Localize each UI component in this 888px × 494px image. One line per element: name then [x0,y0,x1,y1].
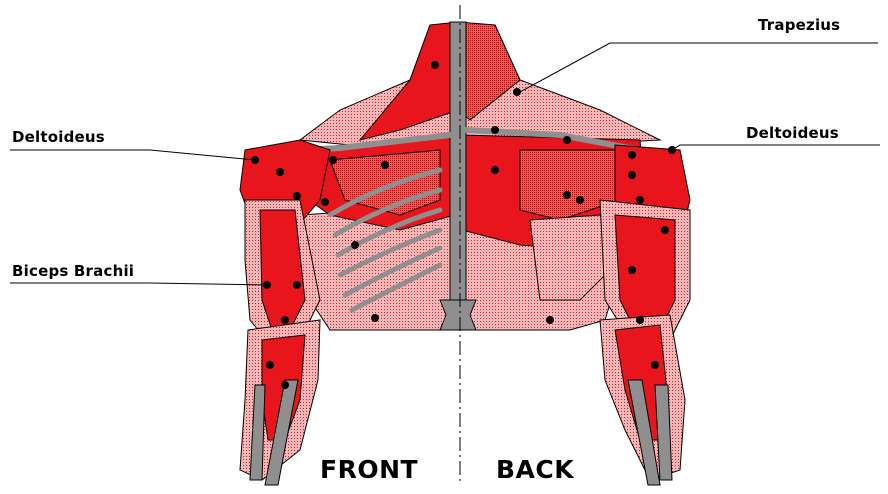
electrode-dot [546,316,554,324]
electrode-dot [293,281,301,289]
electrode-dot [628,171,636,179]
electrode-dot [491,166,499,174]
electrode-dot [576,196,584,204]
electrode-dot [321,198,329,206]
electrode-dot [491,126,499,134]
biceps-brachii-label: Biceps Brachii [12,262,134,280]
electrode-dot [563,136,571,144]
deltoideus-left-label: Deltoideus [12,128,105,146]
front-label: FRONT [320,455,418,484]
biceps-leader [10,283,267,285]
trapezius-leader [520,43,878,92]
electrode-dot [636,196,644,204]
electrode-dot [281,381,289,389]
electrode-dot [628,266,636,274]
electrode-dot [281,316,289,324]
deltoideus-right-label: Deltoideus [746,124,839,142]
back-label: BACK [496,455,574,484]
trapezius-muscle [300,22,660,145]
electrode-dot [381,161,389,169]
electrode-dot [651,361,659,369]
electrode-dot [351,241,359,249]
deltoideus-right-leader [672,145,880,150]
electrode-dot [628,151,636,159]
electrode-dot [276,168,284,176]
electrode-dot [563,191,571,199]
deltoideus-left-leader [10,150,255,160]
electrode-dot [329,156,337,164]
electrode-dot [431,61,439,69]
electrode-dot [293,192,301,200]
trapezius-label: Trapezius [758,16,840,34]
electrode-dot [371,314,379,322]
electrode-dot [513,88,521,96]
electrode-dot [661,226,669,234]
electrode-dot [266,361,274,369]
electrode-dot [636,316,644,324]
